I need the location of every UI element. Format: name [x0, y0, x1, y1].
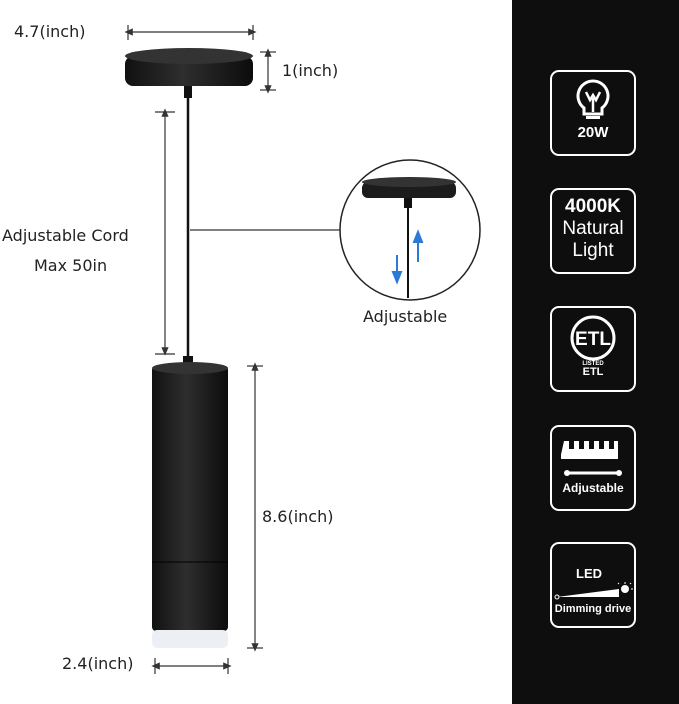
etl-logo: ETL LISTED [570, 315, 616, 366]
dimming-icon [554, 582, 633, 600]
wattage-text: 20W [577, 124, 609, 141]
adjust-arrows-icon [391, 229, 424, 285]
fixture-diagram [124, 25, 481, 674]
canopy-width-label: 4.7(inch) [14, 22, 86, 41]
cord-max-label: Max 50in [34, 256, 108, 275]
canopy-height-label: 1(inch) [282, 61, 339, 80]
feature-dimming: LED Dimming drive [550, 542, 636, 628]
inset-label: Adjustable [363, 307, 448, 326]
dimming-text: Dimming drive [554, 603, 632, 615]
bulb-icon [576, 79, 610, 119]
natural-text: Natural [562, 218, 624, 239]
ruler-icon [561, 441, 622, 476]
led-text: LED [576, 566, 602, 581]
color-temp-text: 4000K [565, 196, 621, 217]
adjustable-inset [339, 159, 481, 301]
adjustable-text: Adjustable [562, 481, 624, 495]
feature-wattage: 20W [550, 70, 636, 156]
body-width-label: 2.4(inch) [62, 654, 134, 673]
etl-text: ETL [582, 366, 604, 378]
body-height-label: 8.6(inch) [262, 507, 334, 526]
canopy [125, 48, 253, 86]
cord-label: Adjustable Cord [2, 226, 129, 245]
feature-color-temp: 4000K Natural Light [550, 188, 636, 274]
dimension-lines [124, 25, 340, 674]
svg-text:LISTED: LISTED [582, 361, 604, 366]
svg-text:ETL: ETL [575, 329, 611, 350]
pendant-body [152, 362, 228, 648]
light-text: Light [572, 240, 614, 261]
feature-adjustable: Adjustable [550, 425, 636, 511]
